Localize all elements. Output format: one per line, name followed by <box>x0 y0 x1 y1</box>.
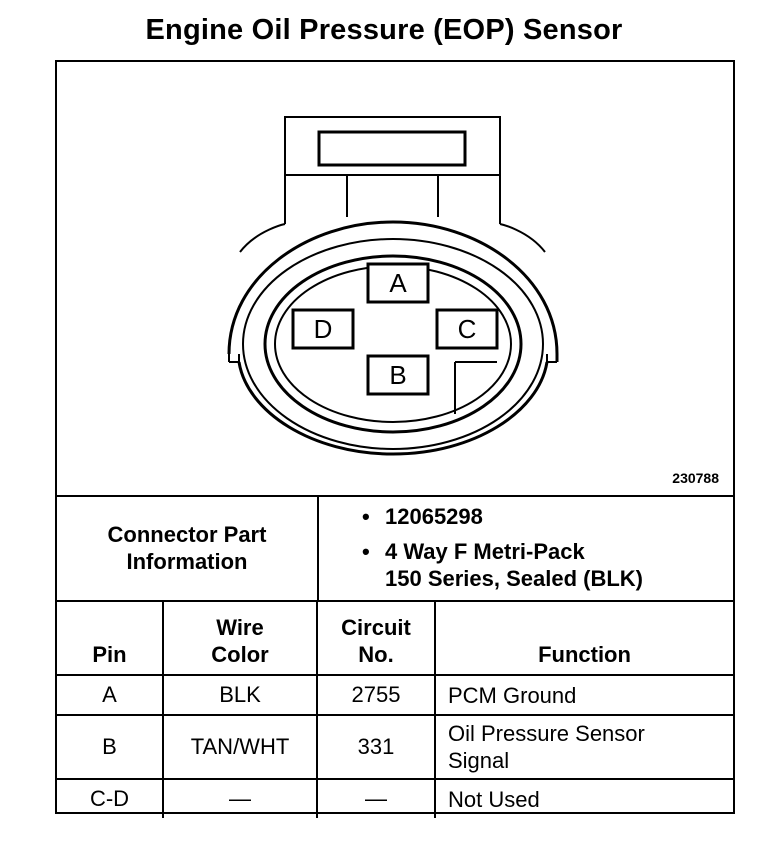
pin-label-a: A <box>389 268 407 298</box>
latch-window <box>317 130 467 167</box>
cell-wire-color: — <box>162 778 318 818</box>
cell-pin: B <box>57 714 164 780</box>
cell-circuit: 2755 <box>316 674 436 716</box>
header-function: Function <box>434 600 733 676</box>
figure-number: 230788 <box>672 470 719 486</box>
table-row: C-D — — Not Used <box>57 778 733 818</box>
connector-part-label-line2: Information <box>126 548 248 574</box>
cell-function: Not Used <box>434 778 733 818</box>
connector-type: 4 Way F Metri-Pack <box>385 539 585 564</box>
part-number: 12065298 <box>385 504 483 529</box>
seal-ring-inner <box>263 254 523 434</box>
cell-circuit: — <box>316 778 436 818</box>
pin-cavity-b <box>366 354 430 396</box>
cell-wire-color: TAN/WHT <box>162 714 318 780</box>
cell-wire-color: BLK <box>162 674 318 716</box>
pin-label-b: B <box>389 360 406 390</box>
cell-pin: C-D <box>57 778 164 818</box>
sensor-info-frame: A B C D 230788 Connector Part Informatio… <box>55 60 735 818</box>
pin-cavity-c <box>435 308 499 350</box>
bullet-icon: • <box>362 539 370 564</box>
connector-part-section: Connector Part Information • 12065298 • … <box>57 495 733 602</box>
outer-shroud <box>227 220 559 362</box>
connector-part-label: Connector Part Information <box>57 495 319 600</box>
table-row: A BLK 2755 PCM Ground <box>57 674 733 716</box>
connector-face-drawing: A B C D <box>227 116 559 456</box>
page-title: Engine Oil Pressure (EOP) Sensor <box>145 14 623 46</box>
pin-cavity-d <box>291 308 355 350</box>
part-number-item: • 12065298 <box>319 503 729 530</box>
connector-series: 150 Series, Sealed (BLK) <box>385 566 644 591</box>
cell-circuit: 331 <box>316 714 436 780</box>
seal-ring-outer <box>242 238 544 450</box>
pin-label-c: C <box>458 314 477 344</box>
connector-part-info: • 12065298 • 4 Way F Metri-Pack 150 Seri… <box>319 503 729 592</box>
connector-part-label-line1: Connector Part <box>107 521 267 547</box>
cell-function: PCM Ground <box>434 674 733 716</box>
pin-label-d: D <box>314 314 333 344</box>
connector-type-item: • 4 Way F Metri-Pack 150 Series, Sealed … <box>319 538 729 592</box>
connector-diagram: A B C D 230788 <box>57 62 733 497</box>
cell-pin: A <box>57 674 164 716</box>
pin-cavity-a <box>366 262 430 304</box>
header-pin: Pin <box>57 600 164 676</box>
bullet-icon: • <box>362 504 370 529</box>
